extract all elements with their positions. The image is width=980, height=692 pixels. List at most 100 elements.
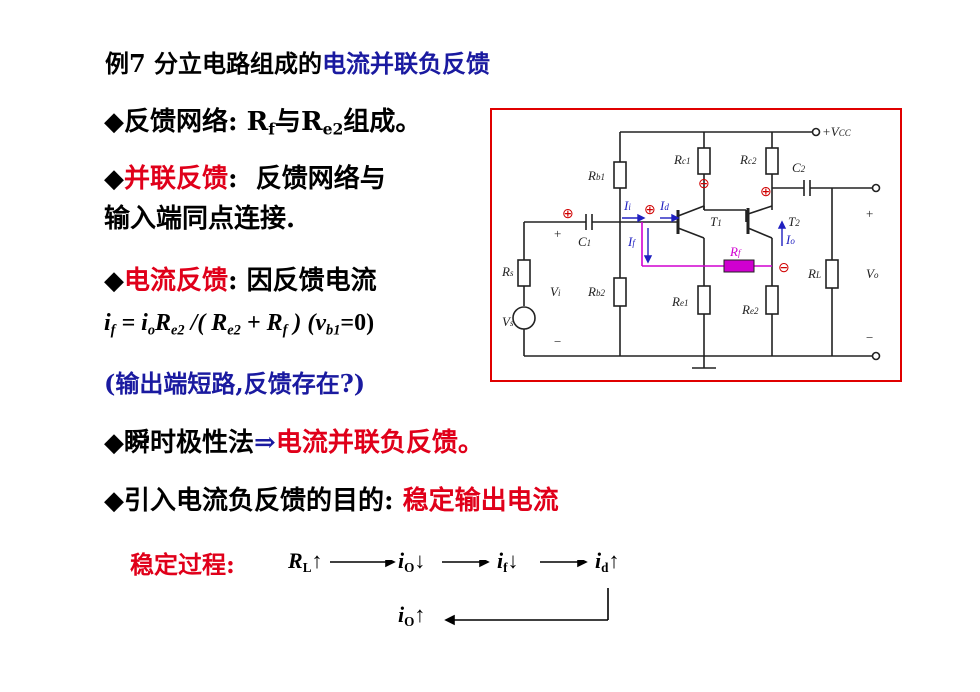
subscript: e2 (750, 306, 759, 316)
label-text: R (587, 168, 596, 183)
polarity-minus-icon: ⊖ (698, 177, 710, 192)
subscript: i (558, 288, 561, 298)
output-plus-sign: + (866, 206, 873, 221)
process-symbol: i (595, 548, 602, 573)
ii-label: Ii (623, 198, 631, 213)
subscript: 2 (801, 164, 806, 174)
vcc-terminal (811, 127, 821, 137)
title-highlight: 电流并联负反馈 (322, 49, 491, 78)
rf-label: Rf (729, 244, 742, 259)
diamond-bullet-icon: ◆ (104, 266, 124, 296)
rb1-resistor (613, 161, 627, 189)
formula-part: R (155, 310, 172, 336)
bullet-parallel-feedback: ◆并联反馈: 反馈网络与 (104, 158, 386, 195)
formula-part: = i (115, 310, 148, 336)
subscript: o (790, 236, 795, 246)
subscript: f (110, 322, 116, 339)
bullet-label: 并联反馈 (124, 164, 229, 194)
output-terminal (871, 183, 881, 193)
label-text: V (550, 284, 560, 299)
process-symbol: i (398, 548, 405, 573)
label-text: R (807, 266, 816, 281)
rs-resistor (517, 259, 531, 287)
label-text: I (659, 198, 665, 213)
subscript: b2 (596, 288, 606, 298)
arrow-head-icon (577, 560, 588, 568)
input-plus-sign: + (554, 226, 561, 241)
c1-label: C1 (578, 234, 591, 249)
arrow-head-icon (385, 560, 396, 568)
t2-label: T2 (788, 214, 800, 229)
re1-label: Re1 (671, 294, 688, 309)
arrow-head-icon (479, 560, 490, 568)
rc2-label: Rc2 (739, 152, 757, 167)
subscript: f (738, 248, 742, 258)
label-text: R (729, 244, 738, 259)
diamond-bullet-icon: ◆ (104, 486, 124, 516)
label-text: T (788, 214, 796, 229)
formula-part: + R (240, 310, 283, 336)
rl-resistor (825, 259, 839, 289)
process-id: id↑ (595, 548, 619, 576)
subscript: f (503, 559, 508, 575)
bullet-text: 引入电流负反馈的目的: (124, 486, 403, 516)
subscript: b1 (596, 172, 605, 182)
arrow-head-icon (637, 213, 646, 223)
feedback-formula: if = ioRe2 /( Re2 + Rf ) (vb1=0) (104, 310, 374, 339)
rb2-label: Rb2 (587, 284, 605, 299)
subscript: o (874, 270, 879, 280)
subscript: o (147, 322, 156, 339)
vo-label: Vo (866, 266, 879, 281)
bullet-text: 因反馈电流 (246, 266, 377, 296)
c2-label: C2 (792, 160, 806, 175)
up-arrow-icon: ↑ (414, 602, 426, 627)
re1-resistor (697, 285, 711, 315)
bullet-text: 与R (274, 107, 323, 137)
subscript: 1 (717, 218, 722, 228)
bullet-purpose: ◆引入电流负反馈的目的: 稳定输出电流 (104, 480, 559, 517)
process-symbol: i (398, 602, 405, 627)
bullet-polarity-method: ◆瞬时极性法⇒电流并联负反馈。 (104, 422, 484, 459)
process-rl: RL↑ (288, 548, 322, 576)
subscript: 1 (587, 238, 592, 248)
output-ground-terminal (871, 351, 881, 361)
subscript: L (815, 270, 821, 280)
rl-label: RL (807, 266, 821, 281)
formula-part: =0) (340, 310, 375, 336)
arrow-head-icon (777, 220, 787, 229)
label-text: V (502, 314, 512, 329)
vs-label: Vs (502, 314, 514, 329)
label-text: R (739, 152, 748, 167)
bullet-current-feedback: ◆电流反馈: 因反馈电流 (104, 260, 377, 297)
subscript: b1 (326, 322, 341, 339)
vs-source (512, 306, 536, 330)
subscript: d (601, 559, 609, 575)
formula-part: (v (301, 310, 327, 336)
bullet-text: 瞬时极性法 (124, 428, 255, 458)
vi-label: Vi (550, 284, 561, 299)
process-label: 稳定过程: (130, 550, 235, 579)
label-text: R (673, 152, 682, 167)
subscript: s (510, 318, 514, 328)
polarity-plus-icon: ⊕ (562, 207, 574, 222)
t2-emitter (747, 227, 773, 239)
rc1-label: Rc1 (673, 152, 690, 167)
subscript: CC (839, 128, 852, 138)
rf-resistor (723, 259, 755, 273)
arrow-head-icon (671, 213, 680, 223)
subscript: e2 (322, 119, 344, 139)
title-prefix: 例7 分立电路组成的 (105, 49, 323, 78)
colon: : (228, 266, 247, 296)
bullet-text: 组成。 (343, 107, 422, 137)
label-text: I (623, 198, 629, 213)
subscript: O (404, 613, 415, 629)
t1-label: T1 (710, 214, 722, 229)
subscript: i (628, 202, 631, 212)
formula-part: /( R (184, 310, 228, 336)
t2-collector (747, 205, 773, 215)
label-text: T (710, 214, 718, 229)
formula-part: ) (287, 310, 302, 336)
label-text: V (866, 266, 876, 281)
label-text: I (785, 232, 791, 247)
down-arrow-icon: ↓ (507, 548, 519, 573)
